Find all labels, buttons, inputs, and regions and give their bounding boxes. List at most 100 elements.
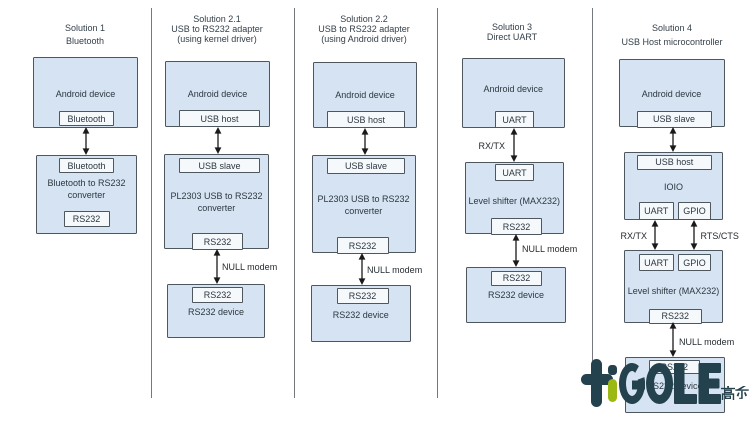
col5-null-modem-label: NULL modem <box>679 337 735 347</box>
column2-title: Solution 2.1 USB to RS232 adapter (using… <box>157 14 277 44</box>
column3-title-line1: Solution 2.2 <box>340 14 388 24</box>
col5-rxtx-label: RX/TX <box>620 231 647 241</box>
column4-title-line2: Direct UART <box>486 32 538 42</box>
col5-ioio-uart-port: UART <box>639 202 674 220</box>
col3-converter-label: PL2303 USB to RS232 converter <box>313 193 415 217</box>
col1-converter-bluetooth-port: Bluetooth <box>59 158 114 173</box>
col5-rtscts-arrow <box>690 219 697 250</box>
col3-converter-label-line1: PL2303 USB to RS232 <box>317 194 410 204</box>
higole-i-stem-icon <box>607 378 617 402</box>
col5-shifter-uart-port: UART <box>639 253 674 272</box>
higole-i-dot-icon <box>607 364 617 375</box>
column3-title-line3: (using Android driver) <box>321 34 407 44</box>
wordmark-letter-o <box>645 363 674 404</box>
col3-android-device-label: Android device <box>335 90 395 100</box>
col2-converter-rs232-port: RS232 <box>192 233 243 250</box>
col1-converter-label-line1: Bluetooth to RS232 <box>47 178 126 188</box>
col2-converter-box: USB slave PL2303 USB to RS232 converter … <box>164 154 269 250</box>
column3-title: Solution 2.2 USB to RS232 adapter (using… <box>304 14 424 44</box>
col5-ioio-label: IOIO <box>663 182 683 192</box>
column-divider-3 <box>436 8 438 398</box>
col4-rs232-device-box: RS232 RS232 device <box>466 267 566 323</box>
col5-ioio-box: USB host IOIO UART GPIO <box>624 151 723 220</box>
col2-rs232-device-box: RS232 RS232 device <box>167 284 265 338</box>
higole-wordmark <box>618 362 721 404</box>
col4-shifter-uart-port: UART <box>495 164 534 181</box>
col4-rxtx-arrow <box>510 128 517 162</box>
col3-usb-host-port: USB host <box>327 111 405 128</box>
col5-level-shifter-box: UART GPIO Level shifter (MAX232) RS232 <box>624 250 723 324</box>
higole-h-crossbar-icon <box>580 374 613 385</box>
col2-usb-link-arrow <box>214 127 221 154</box>
column-divider-2 <box>293 8 295 398</box>
col5-usb-slave-port: USB slave <box>636 111 712 128</box>
col3-null-modem-arrow <box>358 253 366 285</box>
col2-converter-label-line2: converter <box>197 203 236 213</box>
col3-converter-label-line2: converter <box>344 206 383 216</box>
column4-title: Solution 3 Direct UART <box>452 22 572 42</box>
col2-null-modem-arrow <box>213 249 220 284</box>
col5-level-shifter-label: Level shifter (MAX232) <box>627 286 720 296</box>
col4-null-modem-arrow <box>512 234 519 267</box>
col5-null-modem-arrow <box>669 322 676 357</box>
col5-android-device-box: Android device USB slave <box>618 59 725 128</box>
col5-ioio-gpio-port: GPIO <box>678 202 711 220</box>
higole-cn-text <box>720 385 749 400</box>
wordmark-letter-l <box>674 363 697 404</box>
col3-converter-box: USB slave PL2303 USB to RS232 converter … <box>311 155 416 254</box>
col1-converter-box: Bluetooth Bluetooth to RS232 converter R… <box>36 155 137 234</box>
col3-device-rs232-port: RS232 <box>336 288 389 304</box>
col3-null-modem-label: NULL modem <box>367 264 423 275</box>
col4-level-shifter-label: Level shifter (MAX232) <box>468 196 561 206</box>
col3-rs232-device-box: RS232 RS232 device <box>311 285 411 342</box>
col1-android-device-box: Android device Bluetooth <box>33 57 138 128</box>
wordmark-letter-e <box>698 363 721 404</box>
col2-android-device-box: Android device USB host <box>165 61 270 127</box>
col2-android-device-label: Android device <box>187 89 248 99</box>
col4-rxtx-label: RX/TX <box>478 141 505 151</box>
column2-title-line3: (using kernel driver) <box>177 33 257 44</box>
col1-bluetooth-port: Bluetooth <box>59 111 114 126</box>
column2-title-line2: USB to RS232 adapter <box>171 23 263 34</box>
column1-title: Solution 1 Bluetooth <box>25 22 145 48</box>
col2-rs232-device-label: RS232 device <box>187 307 245 317</box>
col3-rs232-device-label: RS232 device <box>332 310 389 320</box>
col4-device-rs232-port: RS232 <box>491 270 542 286</box>
column5-title: Solution 4 USB Host microcontroller <box>611 21 733 49</box>
col5-ioio-usb-host-port: USB host <box>637 154 712 170</box>
column4-title-line1: Solution 3 <box>491 22 533 32</box>
col1-converter-label: Bluetooth to RS232 converter <box>37 177 136 201</box>
col1-android-device-label: Android device <box>55 89 116 99</box>
col3-usb-slave-port: USB slave <box>327 158 405 174</box>
col2-usb-slave-port: USB slave <box>179 158 260 173</box>
col4-rs232-device-label: RS232 device <box>487 290 545 300</box>
col4-null-modem-label: NULL modem <box>522 244 578 254</box>
col2-device-rs232-port: RS232 <box>192 287 243 303</box>
col4-uart-port: UART <box>495 111 534 128</box>
column5-title-line2: USB Host microcontroller <box>621 36 723 47</box>
col1-bluetooth-link-arrow <box>82 127 89 155</box>
col5-shifter-gpio-port: GPIO <box>678 253 711 272</box>
col4-level-shifter-box: UART Level shifter (MAX232) RS232 <box>465 161 564 235</box>
col5-usb-link-arrow <box>669 126 677 152</box>
col2-usb-host-port: USB host <box>179 110 260 127</box>
col3-android-device-box: Android device USB host <box>313 62 417 128</box>
wordmark-letter-g <box>618 362 645 404</box>
col3-converter-rs232-port: RS232 <box>336 237 389 254</box>
col2-converter-label: PL2303 USB to RS232 converter <box>165 190 268 214</box>
column1-title-line2: Bluetooth <box>65 35 105 46</box>
column1-title-line1: Solution 1 <box>64 22 106 33</box>
col4-android-device-label: Android device <box>483 83 544 94</box>
col4-android-device-box: Android device UART <box>461 58 565 128</box>
col3-usb-link-arrow <box>361 128 368 155</box>
column-divider-1 <box>150 8 152 398</box>
col5-rxtx-arrow <box>651 219 659 250</box>
column-divider-4 <box>591 8 593 398</box>
col2-null-modem-label: NULL modem <box>222 262 278 272</box>
col4-shifter-rs232-port: RS232 <box>491 218 542 235</box>
col5-rtscts-label: RTS/CTS <box>700 231 739 241</box>
col1-converter-rs232-port: RS232 <box>63 211 110 227</box>
column3-title-line2: USB to RS232 adapter <box>318 24 410 34</box>
column2-title-line1: Solution 2.1 <box>193 13 241 24</box>
